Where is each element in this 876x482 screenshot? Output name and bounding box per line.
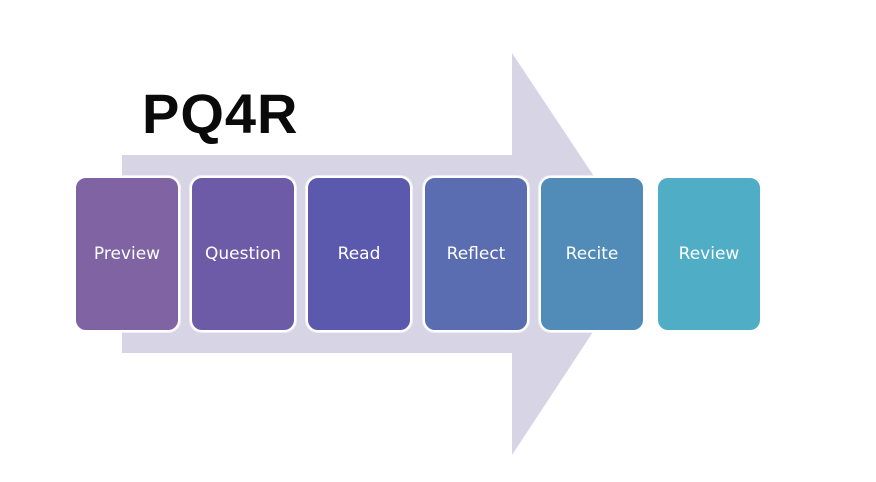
step-label-reflect: Reflect <box>446 244 506 264</box>
step-review: Review <box>656 176 762 332</box>
step-read: Read <box>306 176 412 332</box>
step-label-preview: Preview <box>93 244 161 264</box>
step-label-question: Question <box>204 244 282 264</box>
step-reflect: Reflect <box>423 176 529 332</box>
step-question: Question <box>190 176 296 332</box>
step-label-review: Review <box>678 244 740 264</box>
step-preview: Preview <box>74 176 180 332</box>
step-recite: Recite <box>539 176 645 332</box>
diagram-title: PQ4R <box>142 82 299 145</box>
step-label-recite: Recite <box>565 244 619 264</box>
step-label-read: Read <box>337 244 381 264</box>
